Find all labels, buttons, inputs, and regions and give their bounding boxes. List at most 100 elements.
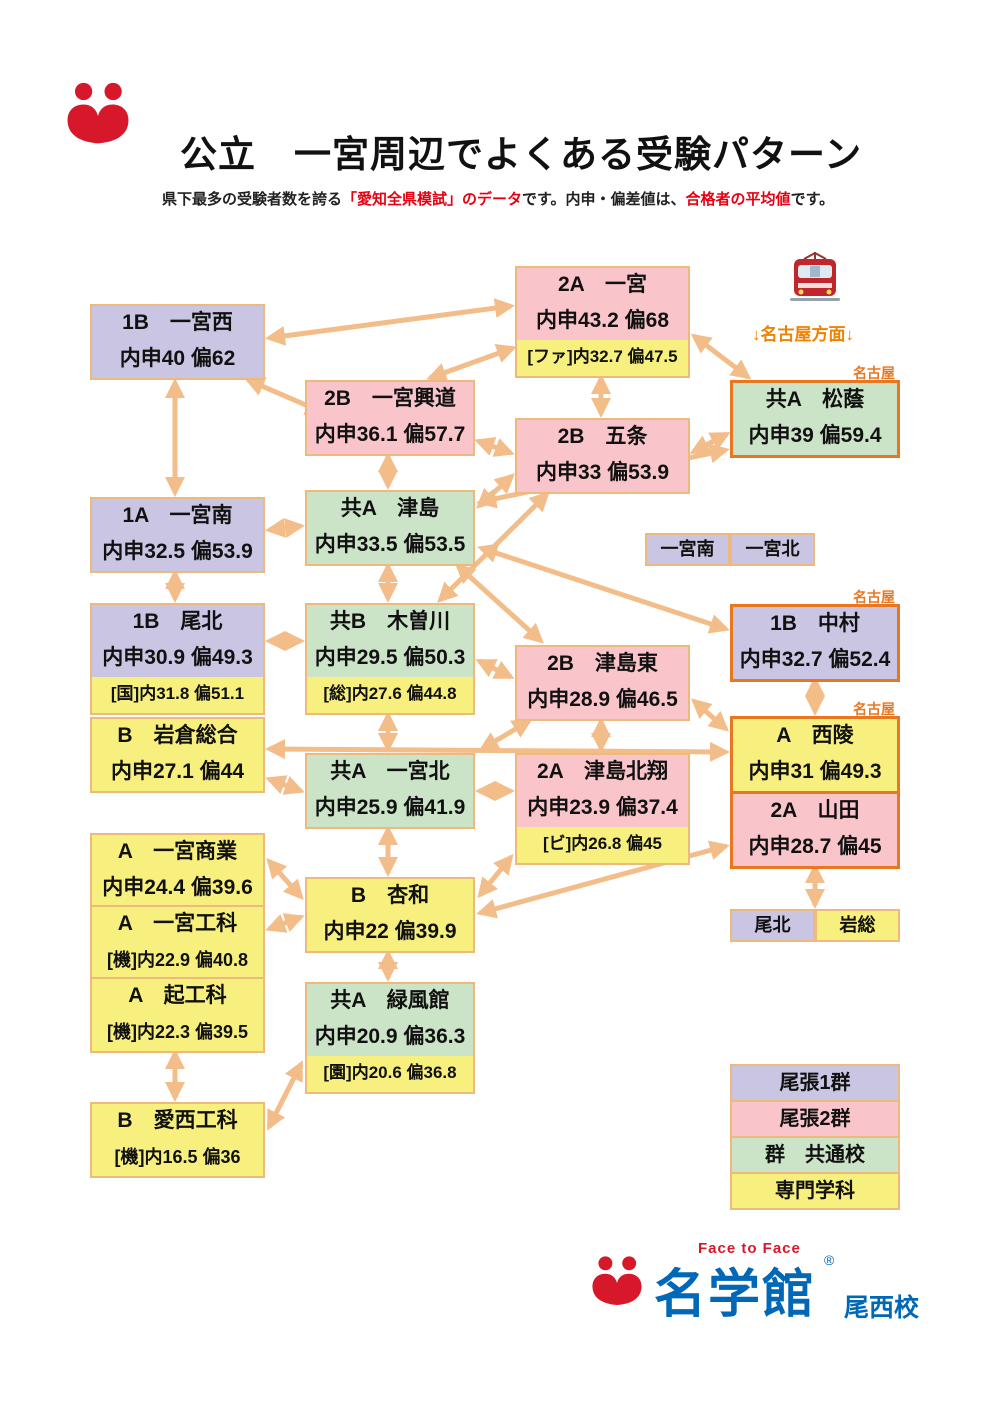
school-subscores: [園]内20.6 偏36.8 — [307, 1056, 473, 1092]
school-box-ichinomiya-nishi: 1B 一宮西 内申40 偏62 — [90, 304, 265, 380]
school-scores: [機]内22.9 偏40.8 — [106, 950, 249, 970]
school-box-shouin: 名古屋 共A 松蔭 内申39 偏59.4 — [730, 365, 900, 458]
brand-name: 名学館 — [654, 1266, 817, 1324]
school-name: 2B 津島東 — [547, 652, 658, 675]
school-name: A 一宮工科 — [117, 912, 238, 935]
school-box-ryokufuukan: 共A 緑風館 内申20.9 偏36.3 [園]内20.6 偏36.8 — [305, 982, 475, 1094]
school-name: B 杏和 — [350, 884, 430, 907]
school-box-ichinomiya-kouka: A 一宮工科 [機]内22.9 偏40.8 — [90, 905, 265, 981]
school-name: 1A 一宮南 — [122, 504, 233, 527]
school-box-aisai-kouka: B 愛西工科 [機]内16.5 偏36 — [90, 1102, 265, 1178]
footer-brand: Face to Face 名学館 ® 尾西校 — [588, 1238, 968, 1338]
school-scores: 内申25.9 偏41.9 — [314, 796, 466, 819]
legend-item-owari2: 尾張2群 — [730, 1100, 900, 1138]
school-box-seiryou: 名古屋 A 西陵 内申31 偏49.3 — [730, 701, 900, 794]
mini-box-label: 一宮北 — [745, 539, 800, 559]
school-box-koudou: 2B 一宮興道 内申36.1 偏57.7 — [305, 380, 475, 456]
school-scores: 内申28.9 偏46.5 — [527, 688, 678, 711]
school-box-ichinomiya-kita: 共A 一宮北 内申25.9 偏41.9 — [305, 753, 475, 829]
school-box-nakamura: 名古屋 1B 中村 内申32.7 偏52.4 — [730, 589, 900, 682]
school-subscores: [ファ]内32.7 偏47.5 — [517, 340, 688, 376]
school-scores: 内申40 偏62 — [119, 347, 236, 370]
school-scores: 内申33.5 偏53.5 — [314, 533, 466, 556]
subtitle-text: です。内申・偏差値は、 — [522, 191, 686, 208]
school-name: 2B 一宮興道 — [324, 387, 456, 410]
connector-arrows — [165, 298, 825, 1131]
mini-box-label: 尾北 — [754, 915, 791, 935]
school-scores: 内申23.9 偏37.4 — [527, 796, 678, 819]
legend-item-common: 群 共通校 — [730, 1136, 900, 1174]
school-box-2a-ichinomiya: 2A 一宮 内申43.2 偏68 [ファ]内32.7 偏47.5 — [515, 266, 690, 378]
school-name: 2A 津島北翔 — [536, 760, 669, 783]
school-name: 共A 緑風館 — [330, 989, 450, 1012]
school-scores: 内申32.7 偏52.4 — [739, 648, 891, 671]
school-name: B 岩倉総合 — [117, 724, 238, 747]
brand-tagline: Face to Face — [698, 1240, 801, 1257]
page-title: 公立 一宮周辺でよくある受験パターン — [180, 134, 863, 175]
nagoya-area-label: 名古屋 — [853, 365, 895, 381]
school-scores: 内申43.2 偏68 — [535, 309, 670, 332]
school-scores: [機]内16.5 偏36 — [114, 1147, 241, 1167]
nagoya-area-label: 名古屋 — [853, 589, 895, 605]
school-scores: 内申36.1 偏57.7 — [314, 423, 466, 446]
subtitle-text: です。 — [790, 191, 835, 208]
mini-box-obita: 尾北 — [730, 909, 815, 942]
school-name: 共A 松蔭 — [765, 388, 865, 411]
school-box-kisogawa: 共B 木曽川 内申29.5 偏50.3 [総]内27.6 偏44.8 — [305, 603, 475, 715]
mini-box-label: 岩総 — [839, 915, 876, 935]
school-name: 2A 山田 — [770, 799, 860, 822]
school-scores: 内申31 偏49.3 — [748, 760, 882, 783]
nagoya-direction-label: ↓名古屋方面↓ — [752, 325, 854, 344]
nagoya-area-label: 名古屋 — [853, 701, 895, 717]
school-scores: 内申30.9 偏49.3 — [102, 646, 253, 669]
school-scores: 内申39 偏59.4 — [748, 424, 882, 447]
school-scores: 内申20.9 偏36.3 — [314, 1025, 466, 1048]
school-name: A 西陵 — [776, 724, 854, 747]
school-name: B 愛西工科 — [117, 1109, 238, 1132]
subtitle-highlight: 「愛知全県模試」のデータ — [342, 191, 523, 208]
subtitle-text: 県下最多の受験者数を誇る — [162, 191, 343, 208]
school-scores: 内申29.5 偏50.3 — [314, 646, 466, 669]
school-box-tsushima-hokushou: 2A 津島北翔 内申23.9 偏37.4 [ビ]内26.8 偏45 — [515, 753, 690, 865]
school-box-ichinomiya-minami: 1A 一宮南 内申32.5 偏53.9 — [90, 497, 265, 573]
school-scores: 内申28.7 偏45 — [748, 835, 882, 858]
school-subscores: [ビ]内26.8 偏45 — [517, 827, 688, 863]
school-scores: 内申22 偏39.9 — [323, 920, 457, 943]
mini-box-gansou: 岩総 — [815, 909, 900, 942]
school-name: 共A 一宮北 — [330, 760, 450, 783]
school-box-oki-kouka: A 起工科 [機]内22.3 偏39.5 — [90, 977, 265, 1053]
mini-box-ichinomiya-kita: 一宮北 — [730, 533, 815, 566]
school-name: A 起工科 — [128, 984, 227, 1007]
school-box-ichinomiya-shougyou: A 一宮商業 内申24.4 偏39.6 — [90, 833, 265, 909]
school-scores: 内申32.5 偏53.9 — [102, 540, 253, 563]
mini-box-ichinomiya-minami: 一宮南 — [645, 533, 730, 566]
school-box-kyouwa: B 杏和 内申22 偏39.9 — [305, 877, 475, 953]
school-box-tsushima: 共A 津島 内申33.5 偏53.5 — [305, 490, 475, 566]
school-name: 2A 一宮 — [557, 273, 648, 296]
school-name: A 一宮商業 — [117, 840, 238, 863]
meigakukan-logo-icon — [67, 82, 129, 144]
branch-name: 尾西校 — [844, 1294, 920, 1322]
legend-item-vocational: 専門学科 — [730, 1172, 900, 1210]
mini-box-label: 一宮南 — [660, 539, 715, 559]
legend-item-owari1: 尾張1群 — [730, 1064, 900, 1102]
school-box-tsushima-higashi: 2B 津島東 内申28.9 偏46.5 — [515, 645, 690, 721]
school-box-yamada: 2A 山田 内申28.7 偏45 — [730, 791, 900, 869]
subtitle: 県下最多の受験者数を誇る「愛知全県模試」のデータです。内申・偏差値は、合格者の平… — [162, 188, 834, 209]
school-box-gojou: 2B 五条 内申33 偏53.9 — [515, 418, 690, 494]
school-scores: [機]内22.3 偏39.5 — [106, 1022, 249, 1042]
school-name: 共B 木曽川 — [329, 610, 451, 633]
school-box-obita: 1B 尾北 内申30.9 偏49.3 [国]内31.8 偏51.1 — [90, 603, 265, 715]
school-name: 2B 五条 — [557, 425, 648, 448]
school-subscores: [総]内27.6 偏44.8 — [307, 677, 473, 713]
school-name: 1B 尾北 — [132, 610, 223, 633]
school-name: 1B 一宮西 — [122, 311, 233, 334]
school-scores: 内申27.1 偏44 — [110, 760, 245, 783]
train-icon — [790, 251, 840, 301]
subtitle-highlight: 合格者の平均値 — [685, 191, 791, 208]
school-scores: 内申33 偏53.9 — [535, 461, 670, 484]
school-name: 共A 津島 — [340, 497, 440, 520]
meigakukan-logo-icon — [592, 1256, 642, 1306]
legend: 尾張1群 尾張2群 群 共通校 専門学科 — [730, 1064, 900, 1210]
